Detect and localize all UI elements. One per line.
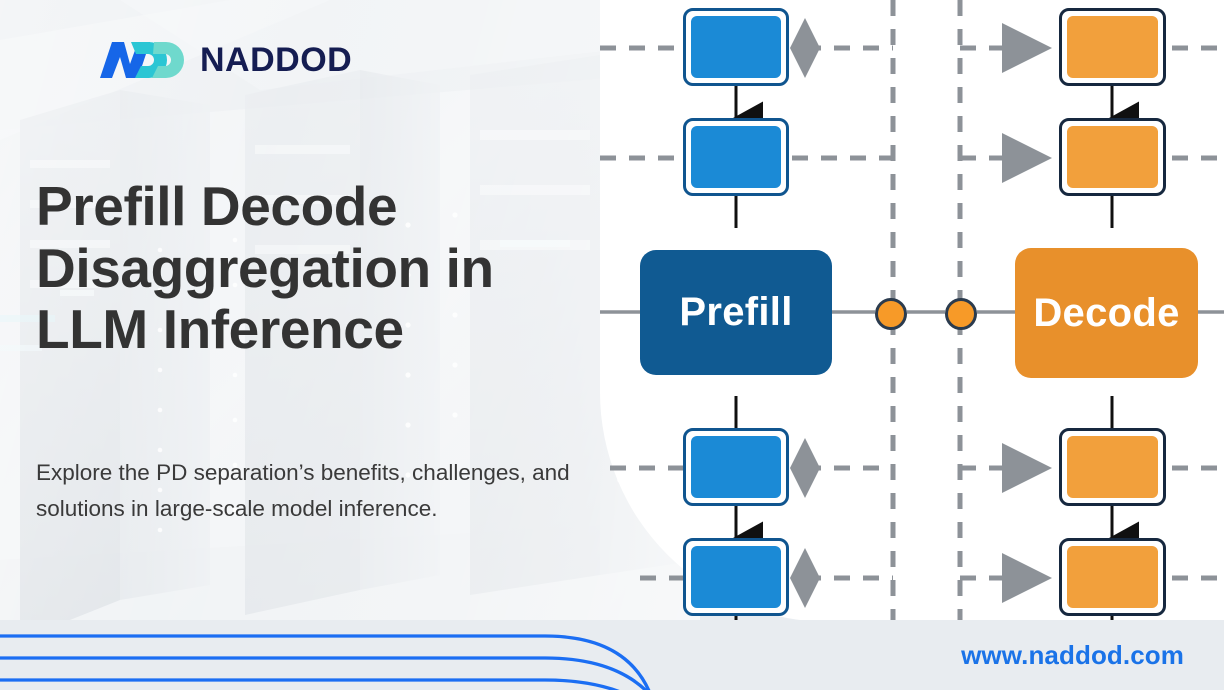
footer-band [0,620,1224,690]
photo-white-overlay [0,0,700,690]
node-fill [1067,16,1158,78]
brand-logo[interactable]: NADDOD [86,34,352,86]
orange-worker-input-arrows [960,23,1052,603]
blue-worker-right-links [790,18,893,608]
blue-worker-left-stubs [600,45,683,581]
prefill-stage-box[interactable]: Prefill [640,250,832,375]
prefill-worker-node[interactable] [683,8,789,86]
diagram-connectors [600,0,1224,622]
prefill-worker-node[interactable] [683,538,789,616]
prefill-worker-node[interactable] [683,428,789,506]
decode-label: Decode [1033,290,1180,335]
kv-transfer-circle[interactable] [945,298,977,330]
headline-line: Disaggregation in [36,236,494,299]
blue-arc-lines-decoration [0,634,651,690]
hero-subcopy: Explore the PD separation’s benefits, ch… [36,460,570,522]
node-fill [1067,126,1158,188]
decode-worker-node[interactable] [1059,118,1166,196]
node-fill [691,126,781,188]
orange-worker-right-stubs [1172,45,1224,581]
prefill-label: Prefill [679,290,793,334]
prefill-worker-node[interactable] [683,118,789,196]
headline-line: LLM Inference [36,298,404,361]
decode-stage-box[interactable]: Decode [1015,248,1198,378]
decode-worker-node[interactable] [1059,428,1166,506]
headline-line: Prefill Decode [36,175,398,237]
node-fill [1067,546,1158,608]
kv-transfer-circle[interactable] [875,298,907,330]
node-fill [691,16,781,78]
decode-worker-node[interactable] [1059,8,1166,86]
page-title: Prefill Decode Disaggregation in LLM Inf… [36,175,576,361]
footer-website-url[interactable]: www.naddod.com [961,640,1184,670]
node-fill [691,546,781,608]
naddod-ndd-monogram-icon [100,42,184,78]
brand-wordmark: NADDOD [200,40,353,79]
decode-worker-node[interactable] [1059,538,1166,616]
node-fill [691,436,781,498]
diagram-panel: Prefill Decode [600,0,1224,622]
node-fill [1067,436,1158,498]
